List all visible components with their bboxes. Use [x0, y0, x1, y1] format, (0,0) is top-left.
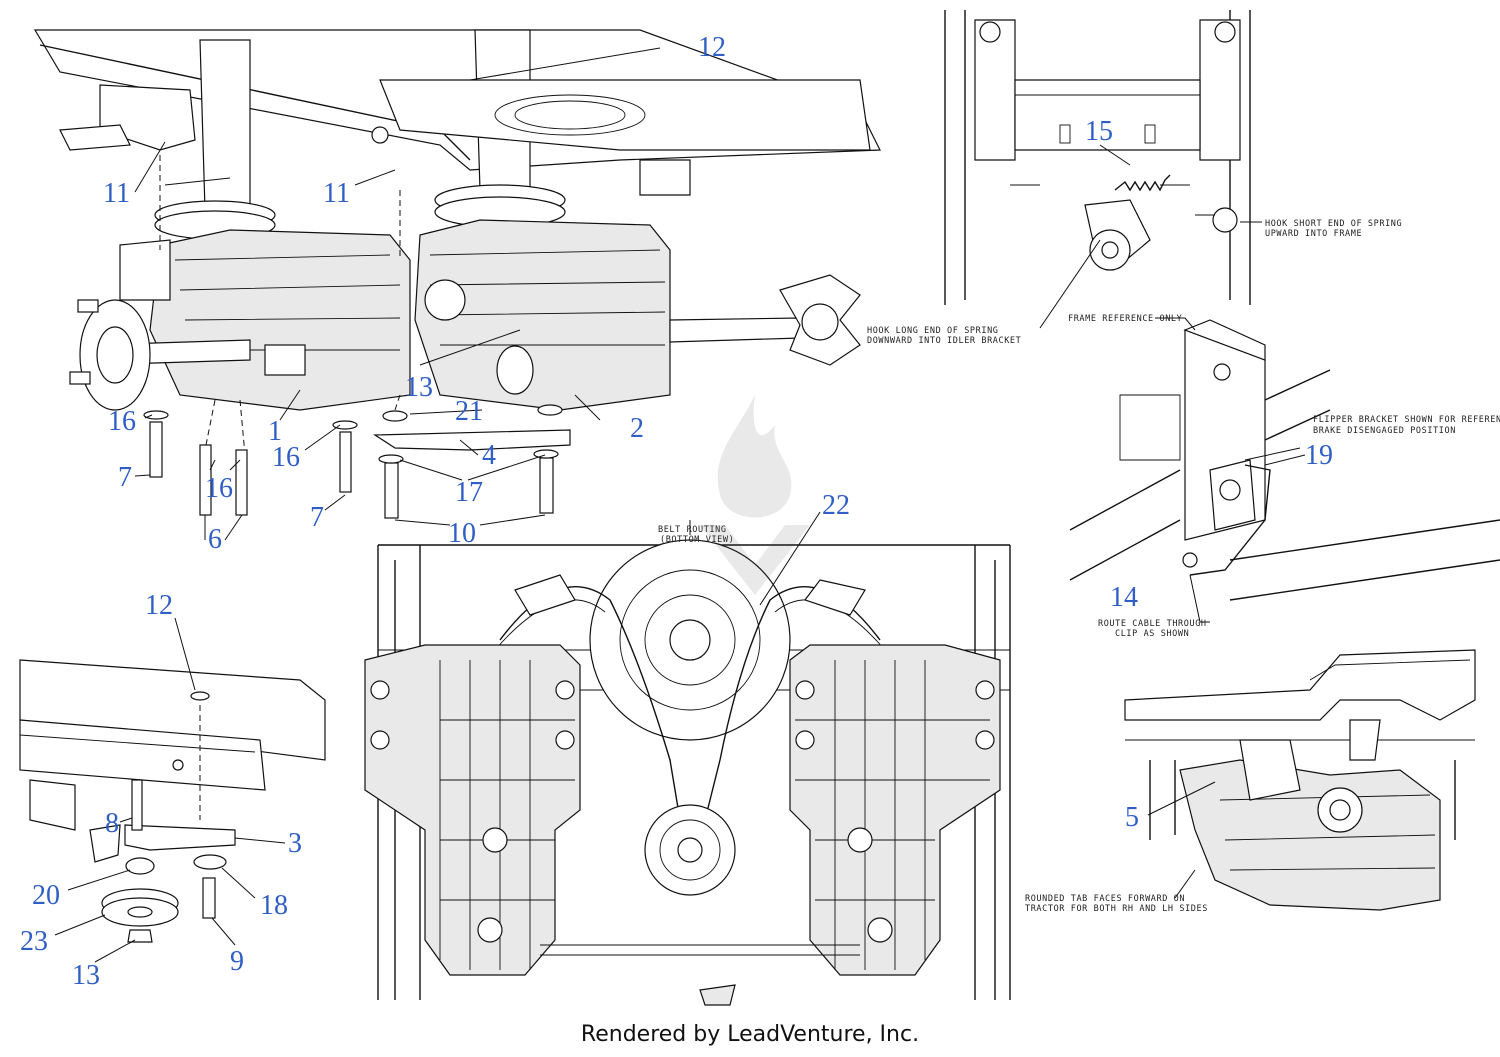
- callout-5: 5: [1125, 802, 1139, 833]
- callout-23: 23: [20, 926, 48, 957]
- callout-3: 3: [288, 828, 302, 859]
- callout-16-low: 16: [205, 473, 233, 504]
- note-route-cable-1: ROUTE CABLE THROUGH: [1098, 619, 1207, 629]
- callout-4: 4: [482, 440, 496, 471]
- idler-pulley-detail-drawing: [19, 617, 326, 963]
- note-rounded-tab-2: TRACTOR FOR BOTH RH AND LH SIDES: [1025, 904, 1208, 914]
- callout-11-left: 11: [103, 178, 130, 209]
- brake-cable-detail-drawing: [1069, 317, 1500, 623]
- note-hook-long-2: DOWNWARD INTO IDLER BRACKET: [867, 336, 1021, 346]
- note-belt-routing-1: BELT ROUTING: [658, 525, 727, 535]
- note-hook-short-1: HOOK SHORT END OF SPRING: [1265, 219, 1402, 229]
- callout-19: 19: [1305, 440, 1333, 471]
- note-hook-short-2: UPWARD INTO FRAME: [1265, 229, 1362, 239]
- callout-11-mid: 11: [323, 178, 350, 209]
- note-hook-long-1: HOOK LONG END OF SPRING: [867, 326, 999, 336]
- callout-17: 17: [455, 477, 483, 508]
- callout-2: 2: [630, 413, 644, 444]
- callout-1: 1: [268, 416, 282, 447]
- footer-rendered-by: Rendered by LeadVenture, Inc.: [580, 1022, 920, 1047]
- callout-16-mid: 16: [272, 442, 300, 473]
- callout-20: 20: [32, 880, 60, 911]
- transaxle-assembly-drawing: [33, 29, 881, 541]
- note-route-cable-2: CLIP AS SHOWN: [1115, 629, 1189, 639]
- tab-orientation-detail-drawing: [1124, 649, 1476, 911]
- note-belt-routing-2: (BOTTOM VIEW): [660, 535, 734, 545]
- note-rounded-tab-1: ROUNDED TAB FACES FORWARD ON: [1025, 894, 1185, 904]
- callout-13-mid: 13: [405, 372, 433, 403]
- callout-21: 21: [455, 396, 483, 427]
- callout-16-left: 16: [108, 406, 136, 437]
- callout-14: 14: [1110, 582, 1138, 613]
- note-brake-disengaged: BRAKE DISENGAGED POSITION: [1313, 426, 1456, 436]
- callout-13-low: 13: [72, 960, 100, 991]
- callout-10: 10: [448, 518, 476, 549]
- callout-7-left: 7: [118, 462, 132, 493]
- spring-detail-drawing: [944, 10, 1262, 329]
- note-frame-reference: FRAME REFERENCE ONLY: [1068, 314, 1182, 324]
- callout-18: 18: [260, 890, 288, 921]
- callout-15: 15: [1085, 116, 1113, 147]
- callout-6: 6: [208, 524, 222, 555]
- callout-7-mid: 7: [310, 502, 324, 533]
- belt-routing-bottom-view-drawing: [364, 511, 1011, 1006]
- callout-12-top: 12: [698, 32, 726, 63]
- callout-8: 8: [105, 808, 119, 839]
- callout-9: 9: [230, 946, 244, 977]
- callout-22: 22: [822, 490, 850, 521]
- callout-12-low: 12: [145, 590, 173, 621]
- leadventure-watermark-logo: [700, 395, 810, 595]
- note-flipper-bracket: FLIPPER BRACKET SHOWN FOR REFERENCE ONLY: [1313, 415, 1500, 425]
